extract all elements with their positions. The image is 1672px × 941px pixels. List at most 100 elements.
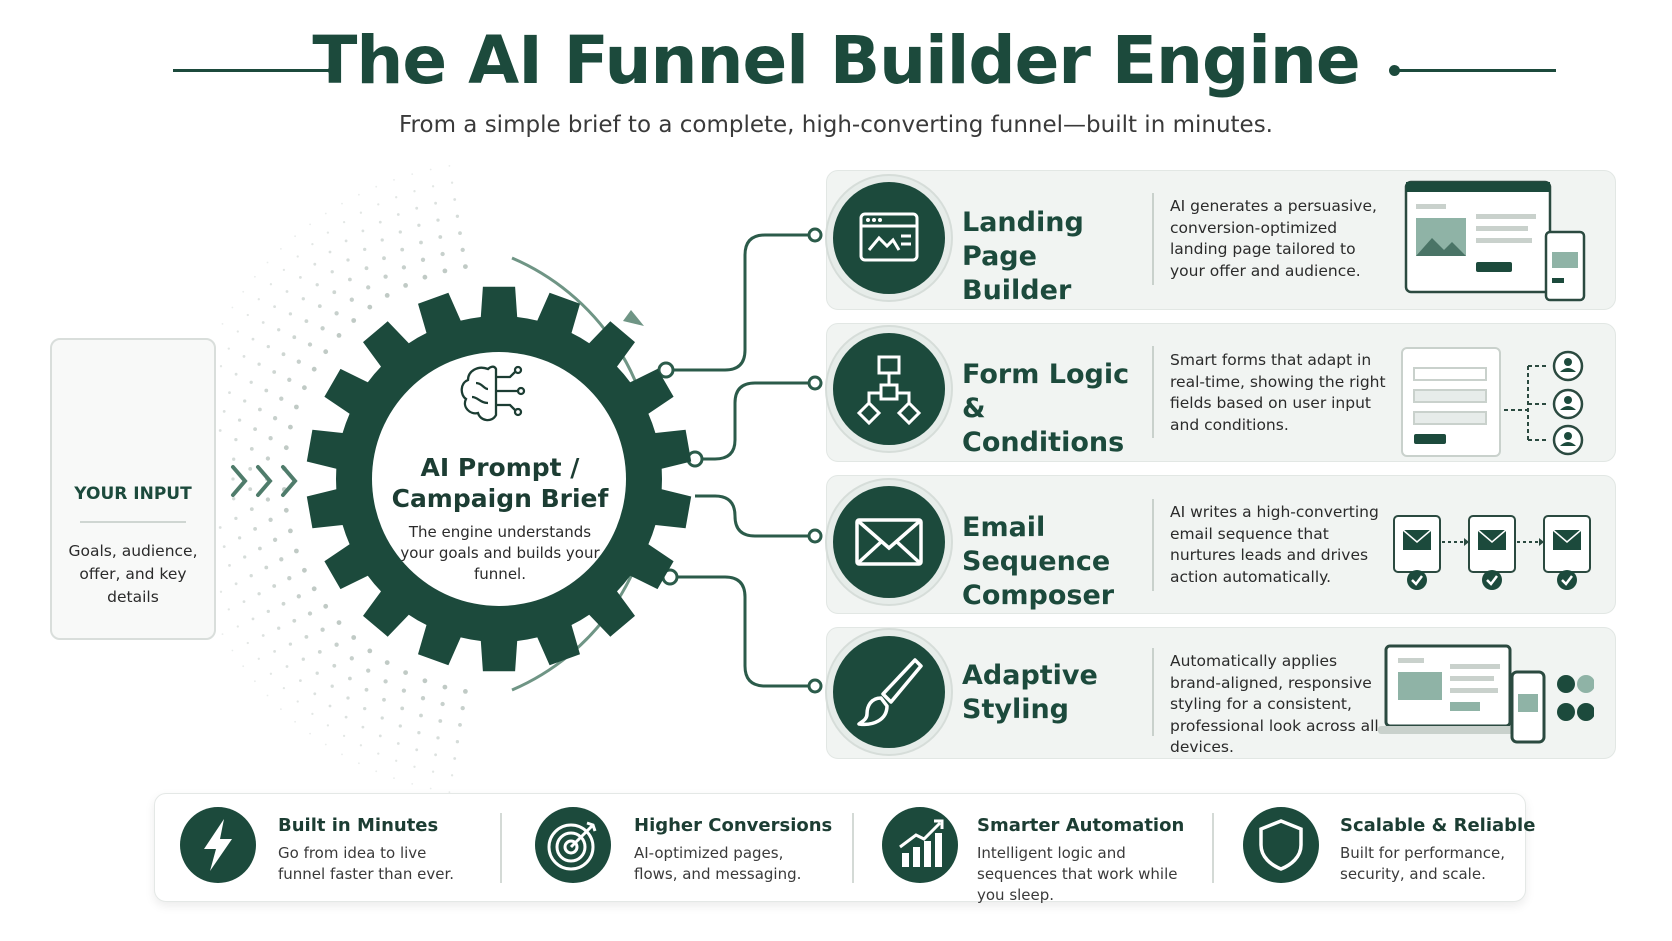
halo-dot (422, 274, 428, 280)
halo-dot (317, 650, 322, 654)
halo-dot (436, 218, 440, 222)
halo-dot (396, 213, 400, 216)
halo-dot (287, 576, 292, 581)
halo-dot (396, 742, 400, 745)
halo-dot (342, 734, 346, 738)
connector-styling (670, 575, 815, 688)
halo-dot (283, 507, 289, 513)
halo-dot (403, 670, 408, 675)
halo-dot (440, 251, 445, 257)
halo-dot (320, 326, 325, 331)
benefit-desc-automation: Intelligent logic and sequences that wor… (977, 844, 1178, 904)
halo-dot (282, 268, 286, 272)
halo-dot (382, 697, 386, 702)
halo-dot (349, 656, 354, 661)
halo-dot (265, 497, 271, 502)
halo-dot (288, 642, 293, 646)
halo-dot (242, 600, 246, 603)
halo-dot (243, 555, 247, 559)
halo-dot (313, 692, 317, 696)
halo-dot (249, 447, 254, 451)
halo-dot (227, 608, 230, 611)
feature-desc-email: AI writes a high-converting email sequen… (1170, 503, 1379, 586)
feature-divider (1152, 648, 1154, 736)
halo-dot (348, 277, 352, 282)
feature-title-line2: Builder (962, 275, 1072, 306)
halo-dot (273, 650, 276, 653)
halo-dot (237, 536, 242, 540)
halo-dot (264, 565, 269, 570)
benefit-title-automation: Smarter Automation (977, 815, 1185, 836)
halo-dot (361, 725, 365, 729)
halo-dot (309, 223, 311, 226)
halo-dot (304, 319, 309, 323)
title-rule-right (1394, 69, 1556, 72)
halo-dot (294, 548, 299, 554)
halo-dot (302, 567, 307, 573)
halo-dot (384, 293, 390, 298)
halo-dot (236, 330, 239, 333)
halo-dot (434, 201, 437, 205)
halo-dot (324, 212, 327, 215)
title-rule-left (173, 69, 333, 72)
halo-dot (257, 298, 260, 301)
halo-dot (265, 456, 271, 461)
halo-dot (272, 370, 277, 374)
engine-description: The engine understands your goals and bu… (400, 523, 600, 583)
shield-icon (1259, 819, 1303, 871)
feature-divider (1152, 193, 1154, 285)
halo-dot (434, 753, 437, 757)
feature-title-line1: Email Sequence (962, 512, 1111, 577)
halo-dot (311, 586, 317, 592)
envelope-icon (855, 518, 923, 566)
halo-dot (375, 185, 378, 188)
benefit-desc-conversions: AI-optimized pages, flows, and messaging… (634, 844, 802, 883)
halo-dot (218, 526, 222, 529)
title-rule-left-dot (328, 65, 339, 76)
benefit-icon-circle-reliability (1243, 807, 1319, 883)
benefit-desc-reliability: Built for performance, security, and sca… (1340, 844, 1506, 883)
halo-dot (301, 297, 305, 301)
halo-dot (253, 527, 257, 531)
halo-dot (299, 679, 302, 682)
halo-dot (281, 601, 286, 606)
feature-icon-circle-landing (827, 176, 951, 300)
halo-dot (272, 584, 277, 588)
halo-dot (231, 477, 235, 481)
halo-dot (311, 712, 314, 716)
feature-title-line2: Conditions (962, 427, 1125, 458)
email-sequence-mockup-icon (1393, 515, 1591, 590)
feature-title-line2: Composer (962, 580, 1115, 611)
halo-dot (237, 418, 242, 422)
halo-dot (344, 239, 348, 243)
halo-dot (341, 202, 343, 205)
halo-dot (294, 720, 296, 723)
halo-dot (401, 265, 407, 270)
halo-dot (429, 787, 432, 790)
halo-dot (378, 734, 382, 738)
halo-dot (272, 537, 278, 542)
halo-dot (346, 696, 350, 700)
halo-dot (395, 196, 398, 199)
gear-hub (372, 352, 626, 606)
halo-dot (334, 642, 339, 647)
halo-dot (419, 240, 423, 245)
halo-dot (218, 429, 222, 432)
landing-page-mockup-icon (1404, 180, 1586, 302)
halo-dot (266, 609, 270, 614)
halo-dot (400, 706, 405, 711)
halo-dot (336, 620, 342, 625)
halo-dot (422, 678, 428, 684)
brain-circuit-icon (460, 365, 526, 422)
halo-dot (292, 335, 297, 340)
halo-dot (281, 352, 286, 357)
halo-dot (415, 206, 419, 210)
halo-dot (311, 366, 317, 372)
halo-dot (398, 724, 402, 728)
chevrons-icon (231, 465, 298, 497)
halo-dot (436, 736, 440, 740)
halo-dot (361, 229, 365, 233)
halo-dot (363, 706, 367, 711)
halo-dot (328, 250, 332, 254)
